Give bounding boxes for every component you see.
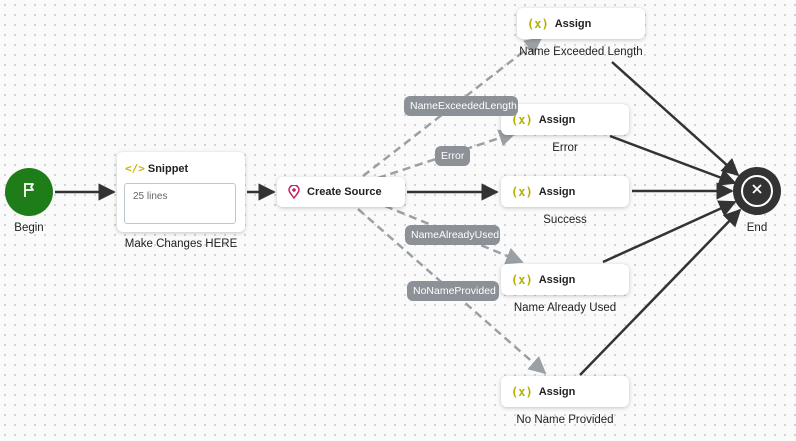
edge-label-no-name-provided: NoNameProvided	[407, 281, 499, 301]
edge-noname-end	[579, 208, 742, 376]
begin-label: Begin	[14, 222, 44, 234]
assign-node-name-exceeded[interactable]: (x) Assign	[517, 8, 645, 39]
end-label: End	[746, 222, 768, 234]
assign-node-success[interactable]: (x) Assign	[501, 176, 629, 207]
edge-label-error: Error	[435, 146, 470, 166]
edge-label-name-already-used: NameAlreadyUsed	[405, 225, 500, 245]
assign-node-name-already-used[interactable]: (x) Assign	[501, 264, 629, 295]
edge-exceeded-end	[611, 61, 740, 177]
variable-icon: (x)	[511, 384, 533, 399]
assign-title: Assign	[538, 113, 576, 126]
snippet-title: Snippet	[147, 162, 189, 175]
assign-title: Assign	[538, 273, 576, 286]
create-source-title: Create Source	[307, 186, 382, 198]
assign-title: Assign	[538, 185, 576, 198]
assign-caption: Name Exceeded Length	[519, 46, 643, 58]
code-icon: </>	[125, 162, 145, 175]
variable-icon: (x)	[511, 112, 533, 127]
snippet-caption: Make Changes HERE	[124, 238, 238, 250]
assign-caption: Name Already Used	[513, 302, 617, 314]
begin-node[interactable]	[5, 168, 53, 216]
assign-title: Assign	[554, 17, 592, 30]
flag-icon	[20, 181, 38, 204]
assign-caption: Error	[552, 142, 578, 154]
assign-node-error[interactable]: (x) Assign	[501, 104, 629, 135]
edge-error-end	[609, 134, 737, 186]
snippet-node[interactable]: </> Snippet 25 lines	[117, 152, 245, 232]
edge-create-alreadyused	[384, 204, 524, 265]
assign-caption: Success	[543, 214, 587, 226]
end-inner-ring	[741, 175, 773, 207]
end-node[interactable]	[733, 167, 781, 215]
variable-icon: (x)	[527, 16, 549, 31]
edge-create-exceeded	[362, 36, 543, 177]
assign-caption: No Name Provided	[516, 414, 614, 426]
variable-icon: (x)	[511, 184, 533, 199]
edge-alreadyused-end	[602, 200, 737, 264]
edge-label-name-exceeded: NameExceededLength	[404, 96, 518, 116]
snippet-code-preview[interactable]: 25 lines	[124, 183, 236, 224]
assign-title: Assign	[538, 385, 576, 398]
map-pin-plus-icon	[287, 185, 301, 199]
assign-node-no-name-provided[interactable]: (x) Assign	[501, 376, 629, 407]
variable-icon: (x)	[511, 272, 533, 287]
create-source-node[interactable]: Create Source	[277, 177, 405, 207]
close-icon	[751, 182, 763, 200]
